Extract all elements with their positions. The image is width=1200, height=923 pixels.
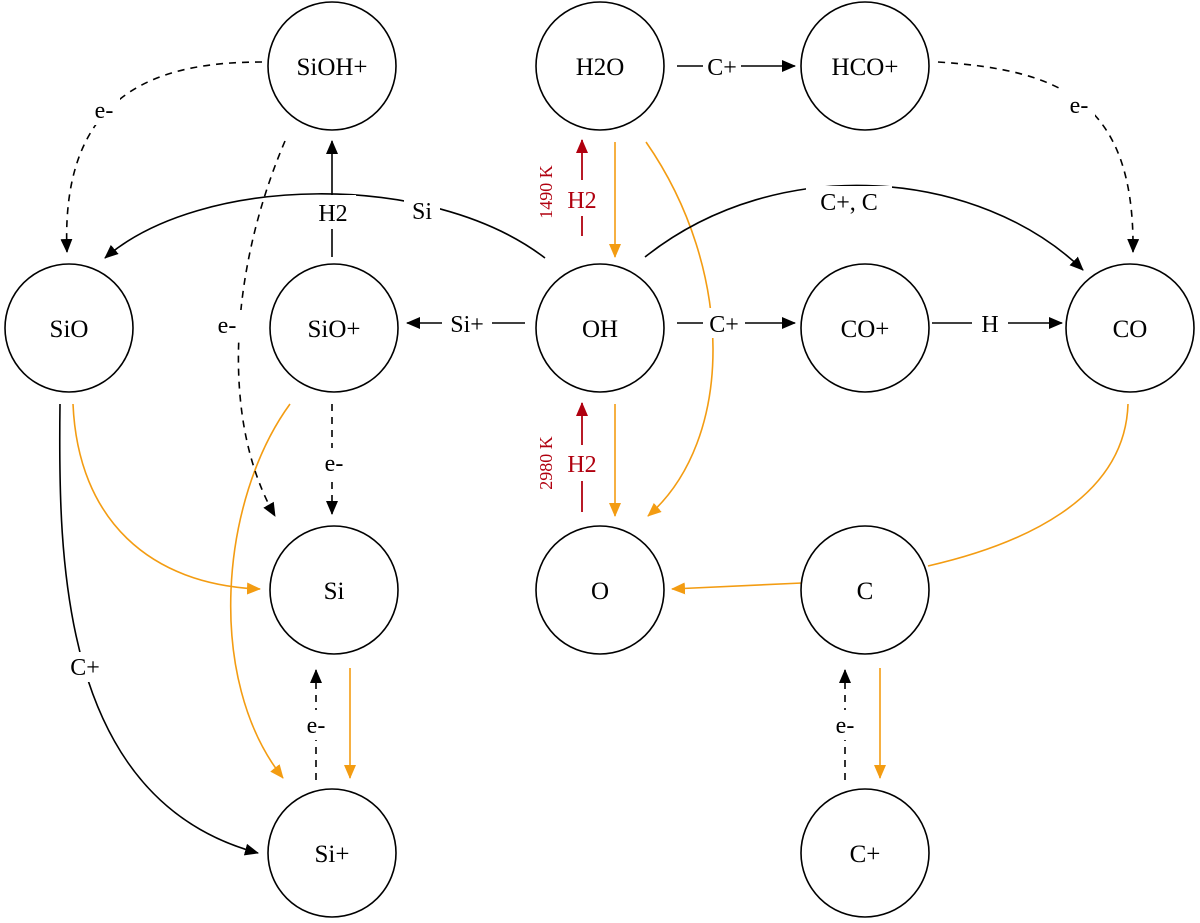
node-c-label: C xyxy=(857,578,874,605)
node-co-plus-label: CO+ xyxy=(841,316,890,343)
node-si: Si xyxy=(269,525,399,655)
node-o-label: O xyxy=(591,578,609,605)
label-hco-plus-to-co: e- xyxy=(1070,93,1089,119)
node-si-plus: Si+ xyxy=(267,788,397,918)
node-o: O xyxy=(535,525,665,655)
node-h2o-label: H2O xyxy=(576,54,625,81)
node-hco-plus-label: HCO+ xyxy=(832,54,899,81)
label-sio-plus-to-sioh-plus: H2 xyxy=(318,201,347,227)
edge-sioh-plus-to-si xyxy=(237,140,286,517)
node-sio-label: SiO xyxy=(50,316,89,343)
node-si-label: Si xyxy=(324,578,345,605)
node-sio-plus: SiO+ xyxy=(269,263,399,393)
label-co-plus-to-co: H xyxy=(981,312,998,338)
label-oh-to-sio-plus: Si+ xyxy=(450,312,484,338)
node-oh-label: OH xyxy=(582,316,618,343)
node-sio-plus-label: SiO+ xyxy=(307,316,360,343)
edge-h2o-to-o xyxy=(645,141,714,517)
temperature-oh-to-h2o: 1490 K xyxy=(536,165,556,219)
label-sioh-plus-to-sio: e- xyxy=(95,98,114,124)
edge-hco-plus-to-co xyxy=(937,61,1140,253)
node-c-plus-label: C+ xyxy=(850,841,881,868)
label-h2o-to-hco-plus: C+ xyxy=(707,55,737,81)
edge-co-to-c xyxy=(927,403,1129,567)
edge-sio-to-si xyxy=(72,403,261,595)
node-oh: OH xyxy=(535,263,665,393)
node-sio: SiO xyxy=(4,263,134,393)
label-oh-to-co-plus: C+ xyxy=(709,312,739,338)
node-hco-plus: HCO+ xyxy=(800,1,930,131)
node-c-plus: C+ xyxy=(800,788,930,918)
label-si-plus-to-si: e- xyxy=(307,713,326,739)
label-c-plus-to-c: e- xyxy=(836,713,855,739)
label-oh-to-sio: Si xyxy=(412,199,432,225)
edge-sioh-plus-to-sio xyxy=(60,61,263,253)
temperature-o-to-oh: 2980 K xyxy=(536,436,556,490)
label-oh-to-co: C+, C xyxy=(820,190,878,216)
edge-c-to-o xyxy=(671,582,803,595)
node-c: C xyxy=(800,525,930,655)
label-sioh-plus-to-si: e- xyxy=(218,313,237,339)
node-sioh-plus: SiOH+ xyxy=(267,1,397,131)
node-co-label: CO xyxy=(1113,316,1148,343)
label-sio-to-si-plus: C+ xyxy=(70,655,100,681)
node-co-plus: CO+ xyxy=(800,263,930,393)
node-co: CO xyxy=(1065,263,1195,393)
node-si-plus-label: Si+ xyxy=(315,841,350,868)
label-o-to-oh: H2 xyxy=(567,452,596,478)
label-oh-to-h2o: H2 xyxy=(567,188,596,214)
edge-sio-to-si-plus xyxy=(58,403,259,856)
edge-sio-plus-to-si-plus xyxy=(229,403,291,779)
edge-oh-to-sio xyxy=(104,193,546,259)
node-h2o: H2O xyxy=(535,1,665,131)
node-sioh-plus-label: SiOH+ xyxy=(296,54,367,81)
label-sio-plus-to-si: e- xyxy=(325,451,344,477)
